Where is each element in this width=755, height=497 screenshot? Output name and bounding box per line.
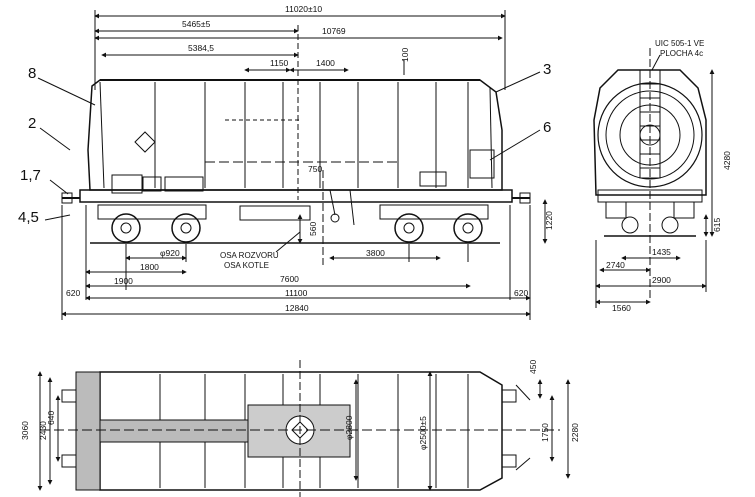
dim-1750: 1750	[540, 423, 550, 442]
left-bogie	[97, 204, 207, 243]
dim-1220: 1220	[544, 211, 554, 230]
uic-note: UIC 505-1 VE	[655, 39, 704, 48]
dim-5384: 5384,5	[188, 43, 214, 53]
end-view-labels: UIC 505-1 VE PLOCHA 4c 4280 615 1435 274…	[606, 39, 732, 313]
side-view	[37, 10, 548, 320]
top-view-labels: 3060 2430 640 φ2800 φ2500±5 450 1750 228…	[20, 360, 580, 450]
dim-920: φ920	[160, 248, 180, 258]
dim-11100: 11100	[285, 288, 308, 298]
callout-8: 8	[28, 65, 36, 82]
dim-560: 560	[308, 222, 318, 236]
dim-5465: 5465±5	[182, 19, 211, 29]
dim-3060: 3060	[20, 421, 30, 440]
dim-1150: 1150	[270, 58, 289, 68]
dim-2740: 2740	[606, 260, 625, 270]
callout-4-5: 4,5	[18, 209, 39, 226]
callout-6: 6	[543, 119, 551, 136]
dim-1400: 1400	[316, 58, 335, 68]
callout-1-7: 1,7	[20, 167, 41, 184]
dim-11020: 11020±10	[285, 4, 322, 14]
side-view-labels: 11020±10 5465±5 10769 5384,5 1150 1400 1…	[18, 4, 554, 313]
tank-body	[87, 79, 503, 194]
dim-450: 450	[528, 360, 538, 374]
callout-2: 2	[28, 115, 36, 132]
dim-1560: 1560	[612, 303, 631, 313]
dim-750: 750	[308, 164, 322, 174]
plocha-note: PLOCHA 4c	[660, 49, 703, 58]
underframe	[61, 189, 531, 226]
dim-4280: 4280	[722, 151, 732, 170]
callout-leaders	[37, 71, 541, 221]
dim-2800: φ2800	[344, 415, 354, 440]
dim-1800: 1800	[140, 262, 159, 272]
dim-1900: 1900	[114, 276, 133, 286]
dim-2500: φ2500±5	[418, 416, 428, 450]
dim-1435: 1435	[652, 247, 671, 257]
osa-leader	[275, 231, 301, 253]
top-view	[37, 360, 571, 497]
bottom-dimension-lines	[61, 199, 548, 320]
top-dimension-lines	[94, 10, 506, 200]
end-view	[593, 48, 715, 308]
dim-640: 640	[46, 411, 56, 425]
dim-2280: 2280	[570, 423, 580, 442]
note-osa-kotle: OSA KOTLE	[224, 261, 269, 270]
callout-3: 3	[543, 61, 551, 78]
right-bogie	[379, 204, 489, 243]
dim-100: 100	[400, 48, 410, 62]
dim-620-left: 620	[66, 288, 80, 298]
note-osa-rozvoru: OSA ROZVORU	[220, 251, 279, 260]
dim-615: 615	[712, 218, 722, 232]
dim-2430: 2430	[38, 421, 48, 440]
dim-620-right: 620	[514, 288, 528, 298]
dim-7600: 7600	[280, 274, 299, 284]
dim-3800: 3800	[366, 248, 385, 258]
dim-2900: 2900	[652, 275, 671, 285]
dim-12840: 12840	[285, 303, 309, 313]
dim-10769: 10769	[322, 26, 346, 36]
